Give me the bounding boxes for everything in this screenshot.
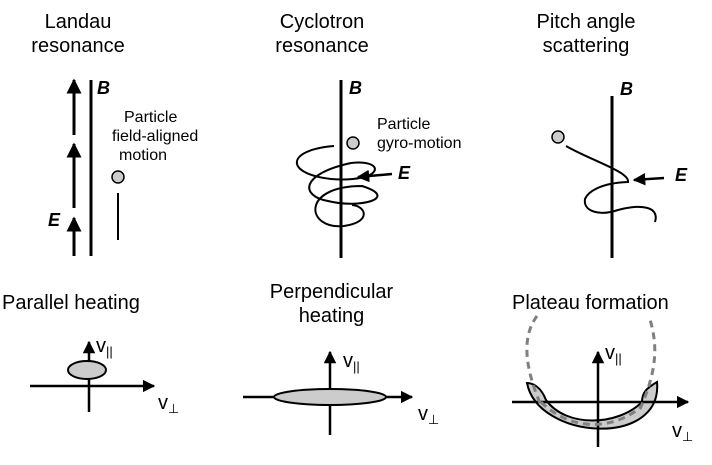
- v-perp-label: v⊥: [418, 403, 440, 427]
- gyro-orbit: [296, 145, 379, 228]
- v-parallel-label: v||: [605, 342, 622, 366]
- e-field-label: E: [398, 163, 411, 183]
- pitch-angle-title: Pitch angle scattering: [536, 11, 636, 57]
- dashed-shell: [539, 400, 642, 426]
- particle: [111, 170, 125, 184]
- perpendicular-heating-diagram: [243, 350, 414, 435]
- e-field-arrow: [356, 169, 393, 183]
- plateau-formation-diagram: [512, 315, 690, 447]
- particle: [346, 136, 360, 150]
- b-field-label: B: [349, 78, 362, 98]
- cyclotron-diagram: [296, 80, 393, 258]
- scatter-trajectory: [565, 145, 657, 223]
- e-field-label: E: [48, 210, 61, 230]
- b-field-label: B: [97, 78, 110, 98]
- particle: [551, 130, 565, 144]
- velocity-distribution: [67, 360, 107, 380]
- v-perp-label: v⊥: [158, 392, 180, 416]
- pitch-angle-diagram: [551, 96, 665, 258]
- particle-note: field-aligned motion: [112, 128, 199, 164]
- plateau-formation-title: Plateau formation: [512, 292, 669, 314]
- parallel-heating-diagram: [30, 340, 156, 412]
- dashed-shell: [525, 315, 542, 404]
- particle-note: Particle: [124, 109, 178, 126]
- perpendicular-heating-title: Perpendicular heating: [269, 281, 394, 327]
- parallel-heating-title: Parallel heating: [2, 292, 140, 314]
- v-perp-label: v⊥: [672, 420, 694, 444]
- e-field-label: E: [675, 165, 688, 185]
- b-field-label: B: [620, 79, 633, 99]
- e-field-arrow: [632, 173, 665, 186]
- v-parallel-label: v||: [343, 350, 360, 374]
- v-parallel-label: v||: [96, 335, 113, 359]
- particle-note: Particle gyro-motion: [377, 116, 462, 152]
- landau-diagram: [66, 78, 125, 256]
- dashed-shell: [638, 315, 657, 410]
- velocity-distribution: [273, 388, 387, 406]
- landau-title: Landau resonance: [31, 11, 125, 57]
- cyclotron-title: Cyclotron resonance: [275, 11, 369, 57]
